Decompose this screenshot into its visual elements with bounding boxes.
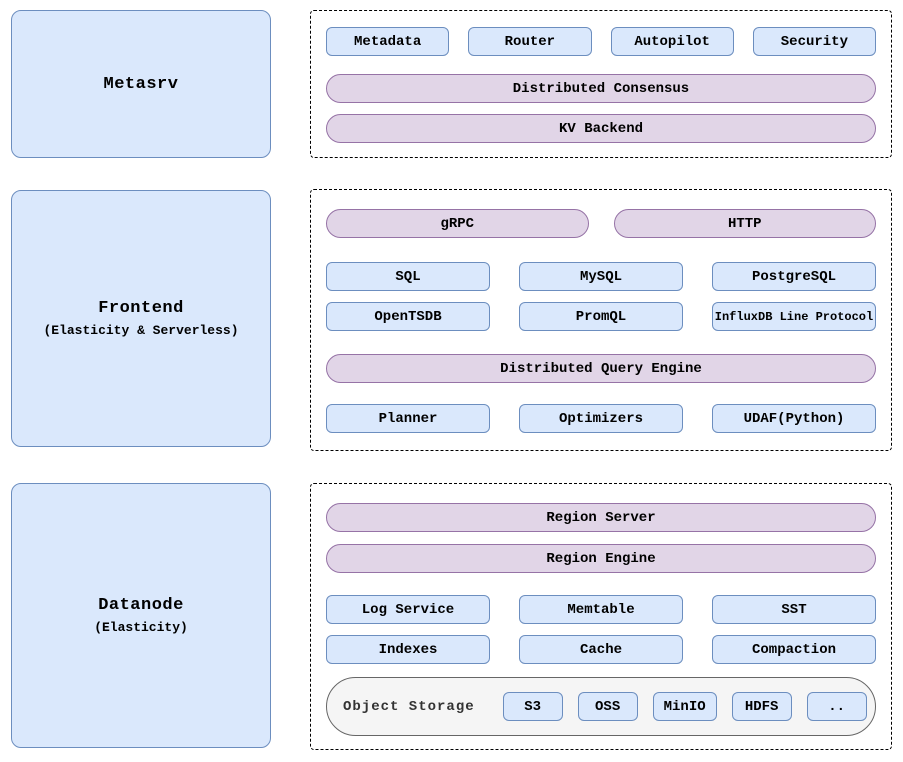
kv-backend-pill: KV Backend <box>326 114 876 143</box>
indexes-box: Indexes <box>326 635 490 664</box>
hdfs-box: HDFS <box>731 692 792 721</box>
influxdb-line-protocol-box: InfluxDB Line Protocol <box>712 302 876 331</box>
sql-box: SQL <box>326 262 490 291</box>
distributed-consensus-pill: Distributed Consensus <box>326 74 876 103</box>
datanode-panel-title: Datanode <box>98 596 184 615</box>
cache-box: Cache <box>519 635 683 664</box>
postgresql-box: PostgreSQL <box>712 262 876 291</box>
http-pill: HTTP <box>613 209 876 238</box>
metasrv-module-autopilot: Autopilot <box>610 27 734 56</box>
planner-box: Planner <box>326 404 490 433</box>
frontend-engine-components-row: Planner Optimizers UDAF(Python) <box>326 404 876 433</box>
minio-box: MinIO <box>652 692 717 721</box>
metasrv-panel-title: Metasrv <box>103 74 179 94</box>
datanode-cluster: Region Server Region Engine Log Service … <box>310 483 892 750</box>
frontend-cluster: gRPC HTTP SQL MySQL PostgreSQL OpenTSDB … <box>310 189 892 451</box>
compaction-box: Compaction <box>712 635 876 664</box>
log-service-box: Log Service <box>326 595 490 624</box>
frontend-protocol-row: gRPC HTTP <box>326 209 876 238</box>
frontend-query-language-row: SQL MySQL PostgreSQL <box>326 262 876 291</box>
frontend-ingest-protocol-row: OpenTSDB PromQL InfluxDB Line Protocol <box>326 302 876 331</box>
datanode-storage-row-1: Log Service Memtable SST <box>326 595 876 624</box>
metasrv-modules-row: Metadata Router Autopilot Security <box>326 27 876 56</box>
metasrv-cluster: Metadata Router Autopilot Security Distr… <box>310 10 892 158</box>
optimizers-box: Optimizers <box>519 404 683 433</box>
other-backends-box: .. <box>806 692 867 721</box>
grpc-pill: gRPC <box>326 209 589 238</box>
object-storage-label: Object Storage <box>343 698 475 715</box>
memtable-box: Memtable <box>519 595 683 624</box>
s3-box: S3 <box>502 692 563 721</box>
metasrv-panel: Metasrv <box>11 10 271 158</box>
datanode-panel-subtitle: (Elasticity) <box>94 620 188 635</box>
frontend-panel-title: Frontend <box>98 299 184 318</box>
frontend-panel-subtitle: (Elasticity & Serverless) <box>43 323 239 338</box>
metasrv-module-metadata: Metadata <box>326 27 450 56</box>
datanode-panel: Datanode (Elasticity) <box>11 483 271 748</box>
promql-box: PromQL <box>519 302 683 331</box>
udaf-python-box: UDAF(Python) <box>712 404 876 433</box>
frontend-panel: Frontend (Elasticity & Serverless) <box>11 190 271 447</box>
opentsdb-box: OpenTSDB <box>326 302 490 331</box>
oss-box: OSS <box>577 692 638 721</box>
region-engine-pill: Region Engine <box>326 544 876 573</box>
metasrv-module-security: Security <box>752 27 876 56</box>
sst-box: SST <box>712 595 876 624</box>
object-storage-container: Object Storage S3 OSS MinIO HDFS .. <box>326 677 876 736</box>
metasrv-module-router: Router <box>468 27 592 56</box>
distributed-query-engine-pill: Distributed Query Engine <box>326 354 876 383</box>
mysql-box: MySQL <box>519 262 683 291</box>
datanode-storage-row-2: Indexes Cache Compaction <box>326 635 876 664</box>
region-server-pill: Region Server <box>326 503 876 532</box>
